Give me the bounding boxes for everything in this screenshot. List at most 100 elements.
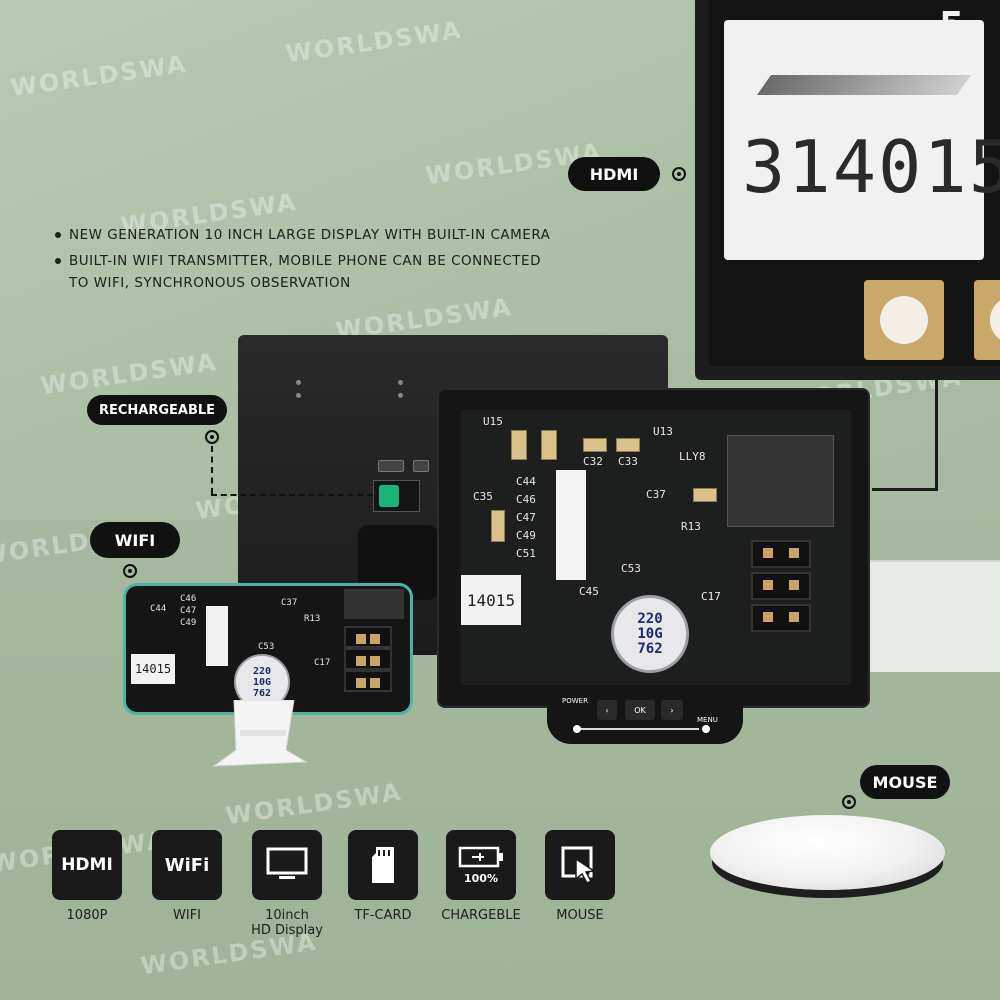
pcb-label: C44 [150, 604, 167, 614]
feature-wifi: WiFi WIFI [142, 830, 232, 923]
capacitor: 220 10G 762 [611, 595, 689, 673]
bullet-item: NEW GENERATION 10 INCH LARGE DISPLAY WIT… [55, 224, 655, 246]
sd-card-icon [348, 830, 418, 900]
front-display-device: U15 C32 C33 U13 LLY8 C44 C46 C47 C49 C51… [437, 388, 870, 708]
screw [398, 393, 403, 398]
pin-header [344, 648, 392, 670]
pcb-module [727, 435, 834, 527]
callout-leader [211, 494, 373, 496]
feature-display: 10inch HD Display [242, 830, 332, 938]
watermark: WORLDSWA [8, 49, 189, 103]
capacitor-text: 762 [637, 640, 663, 657]
bullet-item-continued: TO WIFI, SYNCHRONOUS OBSERVATION [69, 275, 351, 291]
watermark: WORLDSWA [283, 15, 464, 69]
zoom-solder-pad [974, 280, 1000, 360]
capacitor-text: 220 [637, 610, 663, 627]
feature-label-line: HD Display [251, 923, 323, 938]
callout-rechargeable: RECHARGEABLE [87, 395, 227, 425]
indicator-line [579, 728, 699, 730]
zoom-corner-text: 5 [939, 5, 965, 46]
cable [872, 488, 938, 491]
pcb-sticker: 14015 [131, 654, 175, 684]
pcb-label: C35 [473, 490, 493, 503]
screw [296, 393, 301, 398]
pcb-silkscreen-block [556, 470, 586, 580]
pcb-module [344, 589, 404, 619]
watermark: WORLDSWA [38, 347, 219, 401]
feature-label: CHARGEBLE [441, 908, 521, 923]
pcb-label: C51 [516, 547, 536, 560]
smd-component [583, 438, 607, 452]
battery-icon: 100% [446, 830, 516, 900]
wall-panel [860, 560, 1000, 672]
pcb-label: C32 [583, 455, 603, 468]
left-button[interactable]: ‹ [597, 700, 617, 720]
pcb-label: C37 [281, 598, 298, 608]
pin-header [344, 670, 392, 692]
pcb-label: C33 [618, 455, 638, 468]
screw [296, 380, 301, 385]
feature-hdmi: HDMI 1080P [42, 830, 132, 923]
control-bar: POWER ‹ OK › MENU [547, 688, 743, 744]
callout-dot [672, 167, 686, 181]
callout-wifi: WIFI [90, 522, 180, 558]
right-button[interactable]: › [661, 700, 683, 720]
menu-label: MENU [697, 716, 718, 724]
power-label: POWER [562, 697, 588, 705]
power-button[interactable] [573, 725, 581, 733]
smd-component [511, 430, 527, 460]
feature-bullets: NEW GENERATION 10 INCH LARGE DISPLAY WIT… [55, 224, 655, 294]
feature-label: 10inch HD Display [242, 908, 332, 938]
pin-header [751, 604, 811, 632]
feature-tf-card: TF-CARD [338, 830, 428, 923]
pcb-label: C17 [314, 658, 331, 668]
capacitor-text: 762 [252, 687, 272, 699]
pcb-label: C49 [180, 618, 197, 628]
callout-leader [211, 446, 213, 494]
pcb-label: C53 [621, 562, 641, 575]
callout-mouse: MOUSE [860, 765, 950, 799]
feature-label: TF-CARD [354, 908, 412, 923]
pcb-label: C37 [646, 488, 666, 501]
pcb-label: C45 [579, 585, 599, 598]
zoom-monitor: 314015 5 [695, 0, 1000, 380]
computer-mouse [710, 815, 945, 890]
phone-stand [212, 700, 308, 767]
power-switch[interactable] [373, 480, 420, 512]
zoom-chip-text: 314015 [742, 125, 1000, 209]
menu-button[interactable] [702, 725, 710, 733]
feature-label: MOUSE [556, 908, 604, 923]
feature-label: WIFI [173, 908, 201, 923]
battery-icon-text: 100% [464, 871, 498, 885]
pcb-label: C46 [516, 493, 536, 506]
callout-dot [123, 564, 137, 578]
pcb-label: C53 [258, 642, 275, 652]
zoom-chip-label: 314015 [724, 20, 1000, 260]
capacitor-text: 10G [637, 625, 663, 642]
pcb-label: C49 [516, 529, 536, 542]
pcb-label: U15 [483, 415, 503, 428]
hdmi-port [378, 460, 404, 472]
display-icon [252, 830, 322, 900]
pcb-label: C46 [180, 594, 197, 604]
pcb-label: U13 [653, 425, 673, 438]
ok-button[interactable]: OK [625, 700, 655, 720]
callout-dot [205, 430, 219, 444]
bullet-item: BUILT-IN WIFI TRANSMITTER, MOBILE PHONE … [55, 250, 655, 272]
usb-port [413, 460, 429, 472]
capacitor-text: 10G [252, 676, 272, 688]
smd-component [491, 510, 505, 542]
pin-header [751, 572, 811, 600]
mobile-phone: C44 C46 C47 C49 C37 R13 C53 C17 14015 22… [123, 583, 413, 715]
pcb-label: C17 [701, 590, 721, 603]
pcb-label: C47 [180, 606, 197, 616]
pcb-label: R13 [681, 520, 701, 533]
capacitor-text: 220 [252, 665, 272, 677]
pcb-label: LLY8 [679, 450, 706, 463]
smd-component [693, 488, 717, 502]
pcb-label: R13 [304, 614, 321, 624]
feature-label: 1080P [66, 908, 108, 923]
zoom-screen: 314015 5 [709, 0, 1000, 366]
pcb-label: C47 [516, 511, 536, 524]
pcb-label: C44 [516, 475, 536, 488]
